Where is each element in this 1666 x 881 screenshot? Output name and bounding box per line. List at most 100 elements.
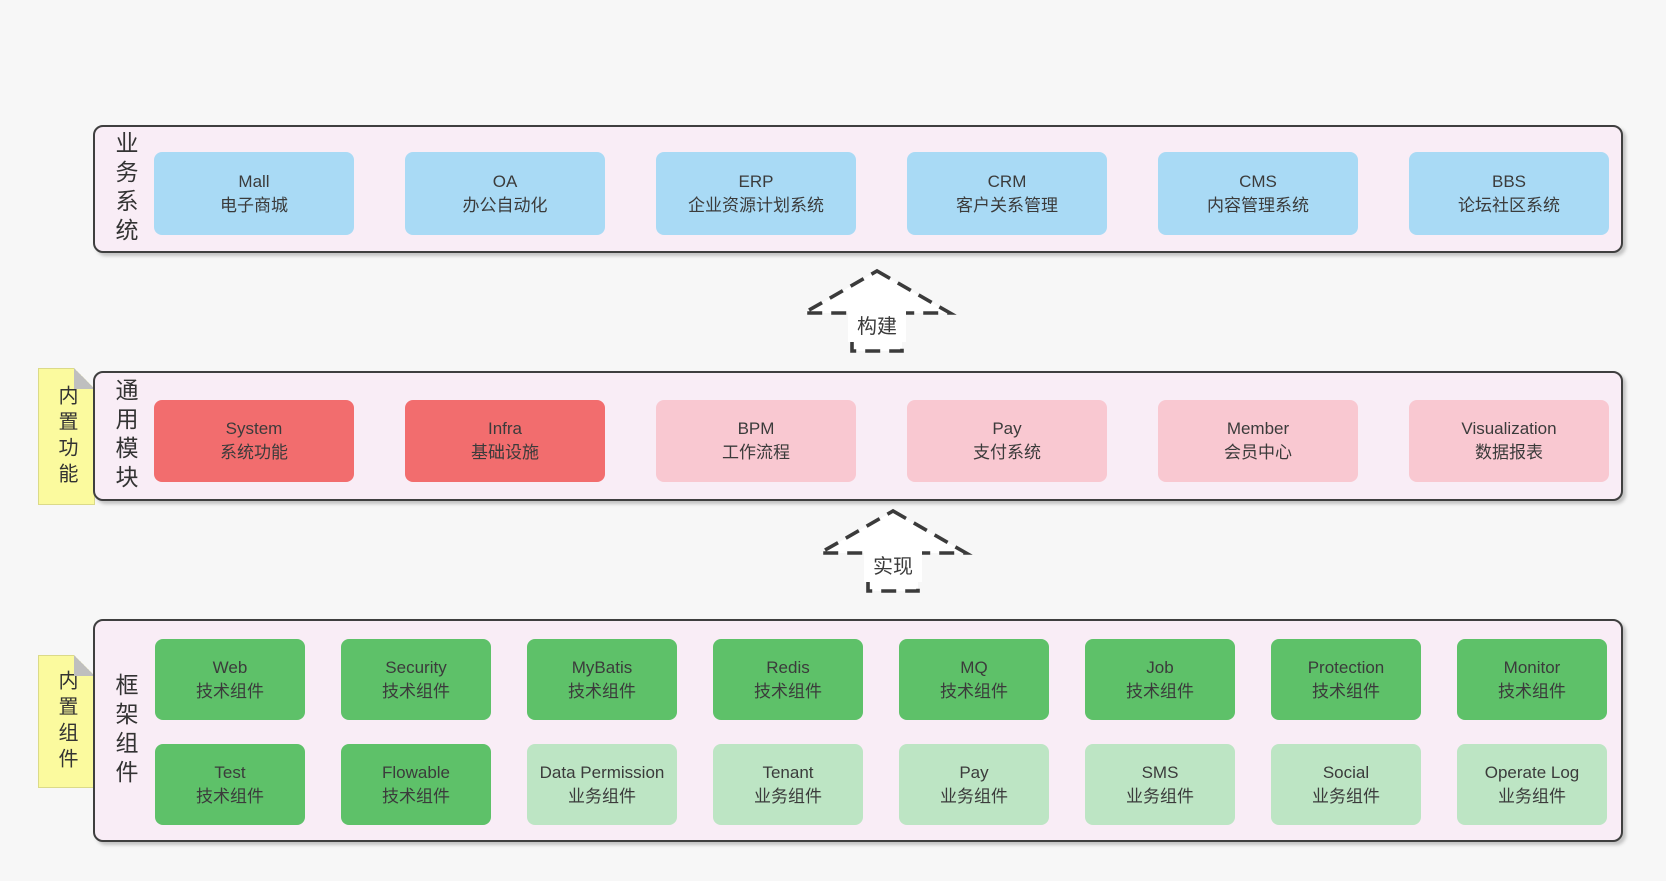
- box-erp: ERP 企业资源计划系统: [656, 152, 856, 235]
- box-title: MyBatis: [571, 657, 633, 677]
- box-title: Job: [1146, 657, 1174, 677]
- box-subtitle: 系统功能: [220, 443, 288, 462]
- box-subtitle: 技术组件: [382, 786, 450, 806]
- arrow-label-bg: [848, 310, 906, 342]
- tab-label: 内置功能: [55, 384, 77, 489]
- box-title: BBS: [1491, 171, 1527, 191]
- box-visualization: Visualization 数据报表: [1409, 400, 1609, 482]
- box-subtitle: 论坛社区系统: [1458, 195, 1560, 215]
- box-test: Test 技术组件: [155, 744, 305, 825]
- section-business-systems: 业务系统 Mall 电子商城 OA 办公自动化 ERP 企业资源计划系统 CRM…: [93, 125, 1623, 253]
- box-data-permission: Data Permission 业务组件: [527, 744, 677, 825]
- box-subtitle: 技术组件: [568, 681, 636, 701]
- box-bpm: BPM 工作流程: [656, 400, 856, 482]
- box-subtitle: 电子商城: [220, 195, 288, 215]
- section-label-components: 框架组件: [112, 672, 138, 789]
- box-operate-log: Operate Log 业务组件: [1457, 744, 1607, 825]
- box-title: Web: [212, 657, 248, 677]
- box-subtitle: 业务组件: [1312, 786, 1380, 806]
- box-subtitle: 业务组件: [940, 786, 1008, 806]
- box-flowable: Flowable 技术组件: [341, 744, 491, 825]
- box-tenant: Tenant 业务组件: [713, 744, 863, 825]
- box-social: Social 业务组件: [1271, 744, 1421, 825]
- section-label-business: 业务系统: [112, 131, 138, 247]
- components-box-row-2: Test 技术组件 Flowable 技术组件 Data Permission …: [155, 744, 1607, 825]
- box-system: System 系统功能: [154, 400, 354, 482]
- arrow-label-bg: [864, 550, 922, 582]
- box-title: Member: [1226, 419, 1290, 438]
- box-pay-module: Pay 支付系统: [907, 400, 1107, 482]
- section-label-modules: 通用模块: [112, 378, 138, 494]
- box-subtitle: 技术组件: [196, 786, 264, 806]
- box-subtitle: 技术组件: [1498, 681, 1566, 701]
- box-subtitle: 业务组件: [1498, 786, 1566, 806]
- box-subtitle: 基础设施: [471, 443, 539, 462]
- box-title: Redis: [766, 657, 810, 677]
- implement-arrow-icon: 实现: [813, 508, 973, 593]
- box-subtitle: 业务组件: [1126, 786, 1194, 806]
- arrow-label: 实现: [873, 555, 913, 578]
- box-web: Web 技术组件: [155, 639, 305, 720]
- box-bbs: BBS 论坛社区系统: [1409, 152, 1609, 235]
- box-subtitle: 技术组件: [940, 681, 1008, 701]
- box-title: SMS: [1141, 762, 1179, 782]
- box-subtitle: 技术组件: [754, 681, 822, 701]
- box-subtitle: 会员中心: [1224, 443, 1292, 462]
- box-mq: MQ 技术组件: [899, 639, 1049, 720]
- box-member: Member 会员中心: [1158, 400, 1358, 482]
- box-title: Social: [1322, 762, 1370, 782]
- box-title: BPM: [737, 419, 775, 438]
- box-title: Pay: [959, 762, 989, 782]
- build-arrow-icon: 构建: [797, 268, 957, 353]
- box-oa: OA 办公自动化: [405, 152, 605, 235]
- box-mybatis: MyBatis 技术组件: [527, 639, 677, 720]
- box-job: Job 技术组件: [1085, 639, 1235, 720]
- box-subtitle: 技术组件: [1312, 681, 1380, 701]
- box-subtitle: 支付系统: [973, 443, 1041, 462]
- box-subtitle: 数据报表: [1475, 443, 1543, 462]
- sticky-tab-builtin-components: 内置组件: [38, 655, 95, 788]
- box-subtitle: 技术组件: [196, 681, 264, 701]
- box-pay-component: Pay 业务组件: [899, 744, 1049, 825]
- box-title: Data Permission: [539, 762, 665, 782]
- box-title: Monitor: [1503, 657, 1561, 677]
- box-title: OA: [492, 171, 518, 191]
- box-subtitle: 业务组件: [568, 786, 636, 806]
- box-subtitle: 技术组件: [1126, 681, 1194, 701]
- box-subtitle: 内容管理系统: [1207, 195, 1309, 215]
- sticky-tab-builtin-features: 内置功能: [38, 368, 95, 505]
- tab-label: 内置组件: [55, 669, 77, 774]
- box-title: ERP: [738, 171, 774, 191]
- box-protection: Protection 技术组件: [1271, 639, 1421, 720]
- section-framework-components: 框架组件 Web 技术组件 Security 技术组件 MyBatis 技术组件…: [93, 619, 1623, 842]
- box-infra: Infra 基础设施: [405, 400, 605, 482]
- box-title: Tenant: [762, 762, 814, 782]
- box-security: Security 技术组件: [341, 639, 491, 720]
- box-cms: CMS 内容管理系统: [1158, 152, 1358, 235]
- box-title: Pay: [992, 419, 1022, 438]
- box-title: Mall: [238, 171, 270, 191]
- box-title: MQ: [960, 657, 988, 677]
- box-crm: CRM 客户关系管理: [907, 152, 1107, 235]
- box-title: Operate Log: [1484, 762, 1580, 782]
- box-subtitle: 工作流程: [722, 443, 790, 462]
- box-monitor: Monitor 技术组件: [1457, 639, 1607, 720]
- box-title: Visualization: [1461, 419, 1557, 438]
- box-title: Security: [385, 657, 447, 677]
- box-subtitle: 办公自动化: [462, 195, 548, 215]
- business-box-row: Mall 电子商城 OA 办公自动化 ERP 企业资源计划系统 CRM 客户关系…: [154, 152, 1609, 235]
- box-subtitle: 业务组件: [754, 786, 822, 806]
- components-box-row-1: Web 技术组件 Security 技术组件 MyBatis 技术组件 Redi…: [155, 639, 1607, 720]
- modules-box-row: System 系统功能 Infra 基础设施 BPM 工作流程 Pay 支付系统…: [154, 400, 1609, 482]
- box-title: Protection: [1307, 657, 1385, 677]
- box-subtitle: 企业资源计划系统: [688, 195, 824, 215]
- box-subtitle: 客户关系管理: [956, 195, 1058, 215]
- box-title: Flowable: [381, 762, 451, 782]
- box-title: System: [225, 419, 283, 438]
- section-common-modules: 通用模块 System 系统功能 Infra 基础设施 BPM 工作流程 Pay…: [93, 371, 1623, 501]
- box-title: CMS: [1239, 171, 1277, 191]
- box-redis: Redis 技术组件: [713, 639, 863, 720]
- arrow-label: 构建: [857, 315, 897, 338]
- box-title: Test: [214, 762, 246, 782]
